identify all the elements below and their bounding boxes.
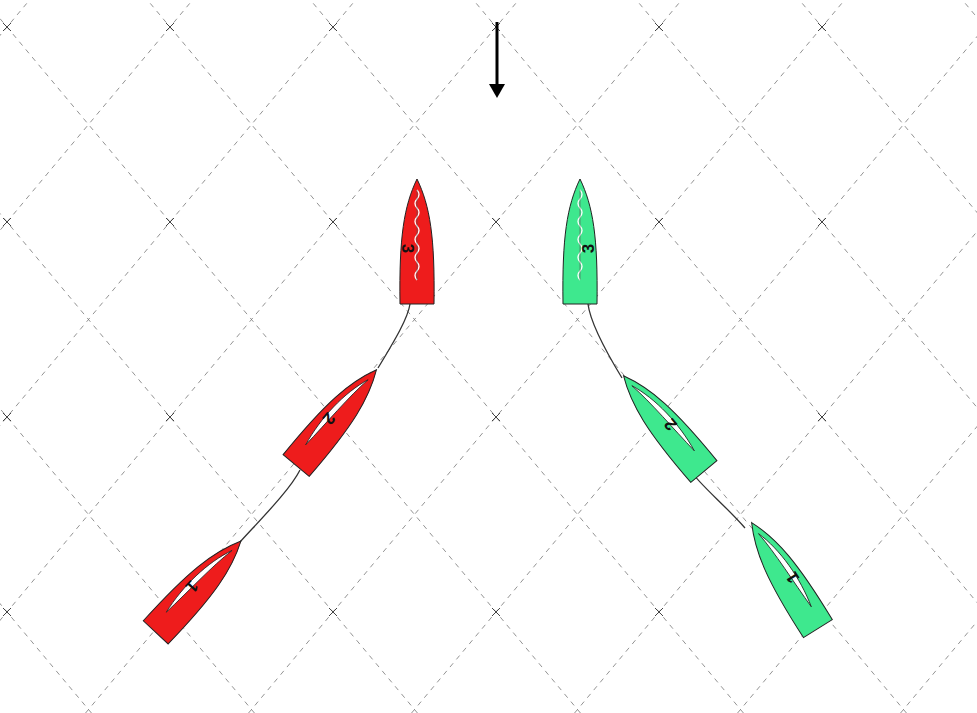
boat — [143, 529, 253, 644]
sail — [632, 380, 697, 455]
hull — [283, 359, 390, 477]
sail — [415, 190, 419, 280]
grid-mark — [329, 218, 337, 226]
grid-mark — [492, 413, 500, 421]
wind-arrow — [489, 22, 505, 98]
grid-line — [463, 0, 977, 713]
sail — [303, 374, 368, 449]
grid-mark — [3, 413, 11, 421]
boom — [417, 190, 418, 280]
boat — [283, 359, 390, 477]
callout-number: 3 — [400, 243, 417, 252]
grid-line — [372, 0, 977, 713]
grid-mark — [329, 23, 337, 31]
callout-number: 3 — [581, 243, 598, 252]
grid-line — [626, 0, 977, 713]
grid-mark — [818, 413, 826, 421]
grid-mark — [818, 218, 826, 226]
grid-line — [0, 0, 620, 713]
grid-line — [0, 0, 366, 713]
grid-line — [952, 0, 977, 713]
grid-mark — [655, 218, 663, 226]
green-track — [588, 304, 622, 378]
grid-line — [698, 0, 977, 713]
grid-line — [0, 0, 529, 713]
grid-mark — [166, 413, 174, 421]
boat — [610, 365, 717, 483]
grid-line — [137, 0, 782, 713]
grid-mark — [3, 218, 11, 226]
hull — [563, 179, 597, 304]
sail — [164, 544, 232, 616]
grid-mark — [166, 23, 174, 31]
hull — [610, 365, 717, 483]
grid-mark — [492, 218, 500, 226]
grid-line — [209, 0, 854, 713]
grid-mark — [655, 608, 663, 616]
grid-line — [0, 0, 457, 713]
grid-line — [0, 0, 294, 713]
sail — [578, 190, 582, 280]
grid-mark — [818, 23, 826, 31]
grid-mark — [3, 23, 11, 31]
grid-line — [0, 0, 131, 713]
grid-line — [535, 0, 977, 713]
grid-mark — [492, 608, 500, 616]
green-track — [690, 470, 745, 528]
grid-mark — [655, 23, 663, 31]
grid-mark — [3, 608, 11, 616]
hull — [400, 179, 434, 304]
boat — [400, 179, 434, 304]
grid-line — [861, 0, 977, 713]
boat — [737, 513, 832, 637]
grid-line — [46, 0, 691, 713]
sail — [759, 529, 815, 610]
grid-mark — [329, 608, 337, 616]
hull — [737, 513, 832, 637]
boom — [580, 190, 581, 280]
red-track — [378, 304, 410, 368]
grid-line — [0, 0, 40, 713]
red-track — [240, 470, 300, 542]
grid-line — [300, 0, 945, 713]
boat — [563, 179, 597, 304]
hull — [143, 529, 253, 644]
grid-mark — [166, 218, 174, 226]
